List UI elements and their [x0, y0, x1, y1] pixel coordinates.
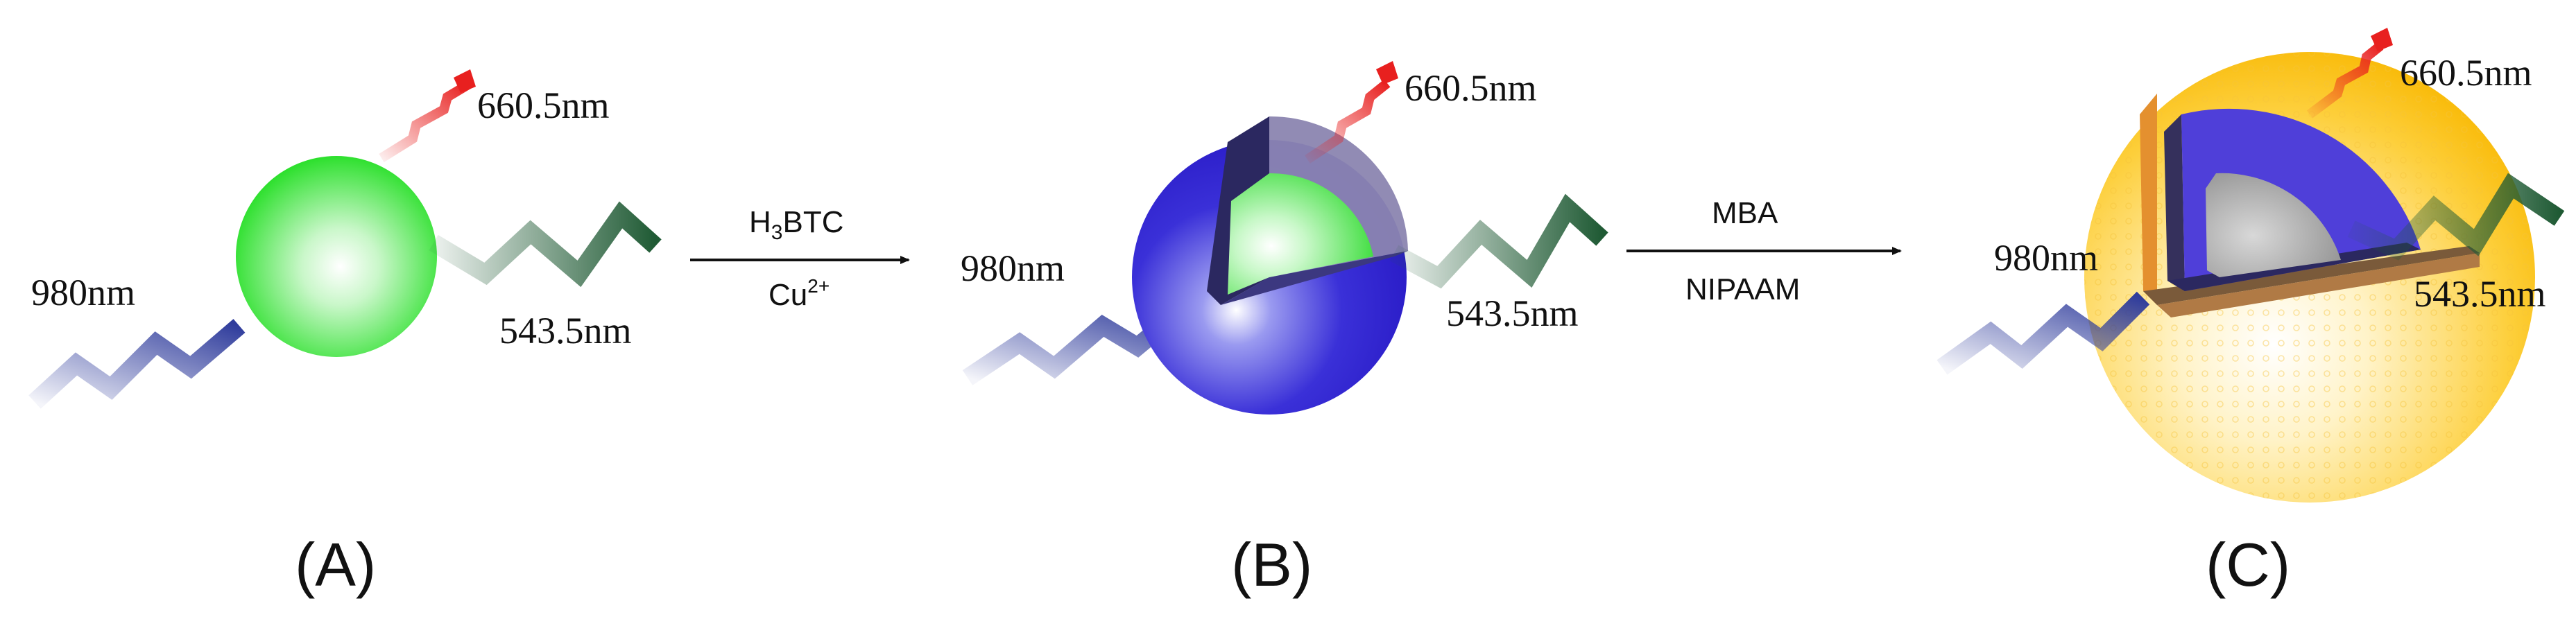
arrow-2-reagent-top: MBA	[1712, 196, 1778, 230]
panel-c-red-wavelength: 660.5nm	[2400, 52, 2532, 94]
panel-a-label: (A)	[295, 530, 376, 599]
panel-a-green-wavelength: 543.5nm	[499, 310, 632, 351]
inner-core	[2206, 173, 2341, 277]
green-emission-wave-icon	[429, 201, 662, 288]
arrow-2-reagent-bottom: NIPAAM	[1685, 272, 1800, 306]
red-emission-wave-icon	[1305, 79, 1391, 164]
red-emission-wave-icon	[379, 80, 471, 162]
red-emission-wave-icon	[2306, 42, 2384, 119]
reaction-arrow-1: H3BTC Cu2+	[690, 205, 910, 312]
inner-green-core	[1228, 173, 1373, 295]
green-emission-wave-icon	[1389, 193, 1608, 289]
panel-a: 660.5nm 980nm 543.5nm (A)	[28, 69, 662, 599]
arrow-1-reagent-bottom: Cu2+	[768, 275, 830, 312]
panel-a-excitation-wavelength: 980nm	[31, 272, 135, 313]
arrow-1-reagent-top: H3BTC	[749, 205, 843, 244]
panel-c-green-wavelength: 543.5nm	[2414, 273, 2546, 315]
green-emission-wave-icon	[2347, 173, 2565, 261]
panel-c-label: (C)	[2206, 530, 2290, 599]
excitation-wave-icon	[962, 305, 1185, 385]
panel-b-red-wavelength: 660.5nm	[1405, 67, 1537, 109]
panel-c-excitation-wavelength: 980nm	[1994, 237, 2098, 279]
upconversion-nanoparticle	[236, 156, 437, 357]
excitation-wave-icon	[28, 319, 246, 409]
excitation-wave-icon	[1937, 291, 2150, 375]
panel-c: 660.5nm 980nm 543.5nm (C)	[1937, 28, 2565, 599]
reaction-arrow-2: MBA NIPAAM	[1626, 196, 1902, 306]
panel-a-red-wavelength: 660.5nm	[477, 85, 610, 126]
panel-b-excitation-wavelength: 980nm	[961, 247, 1065, 289]
panel-b-green-wavelength: 543.5nm	[1446, 293, 1579, 334]
panel-b-label: (B)	[1231, 530, 1312, 599]
panel-b: 660.5nm 980nm 543.5nm (B)	[961, 61, 1608, 599]
